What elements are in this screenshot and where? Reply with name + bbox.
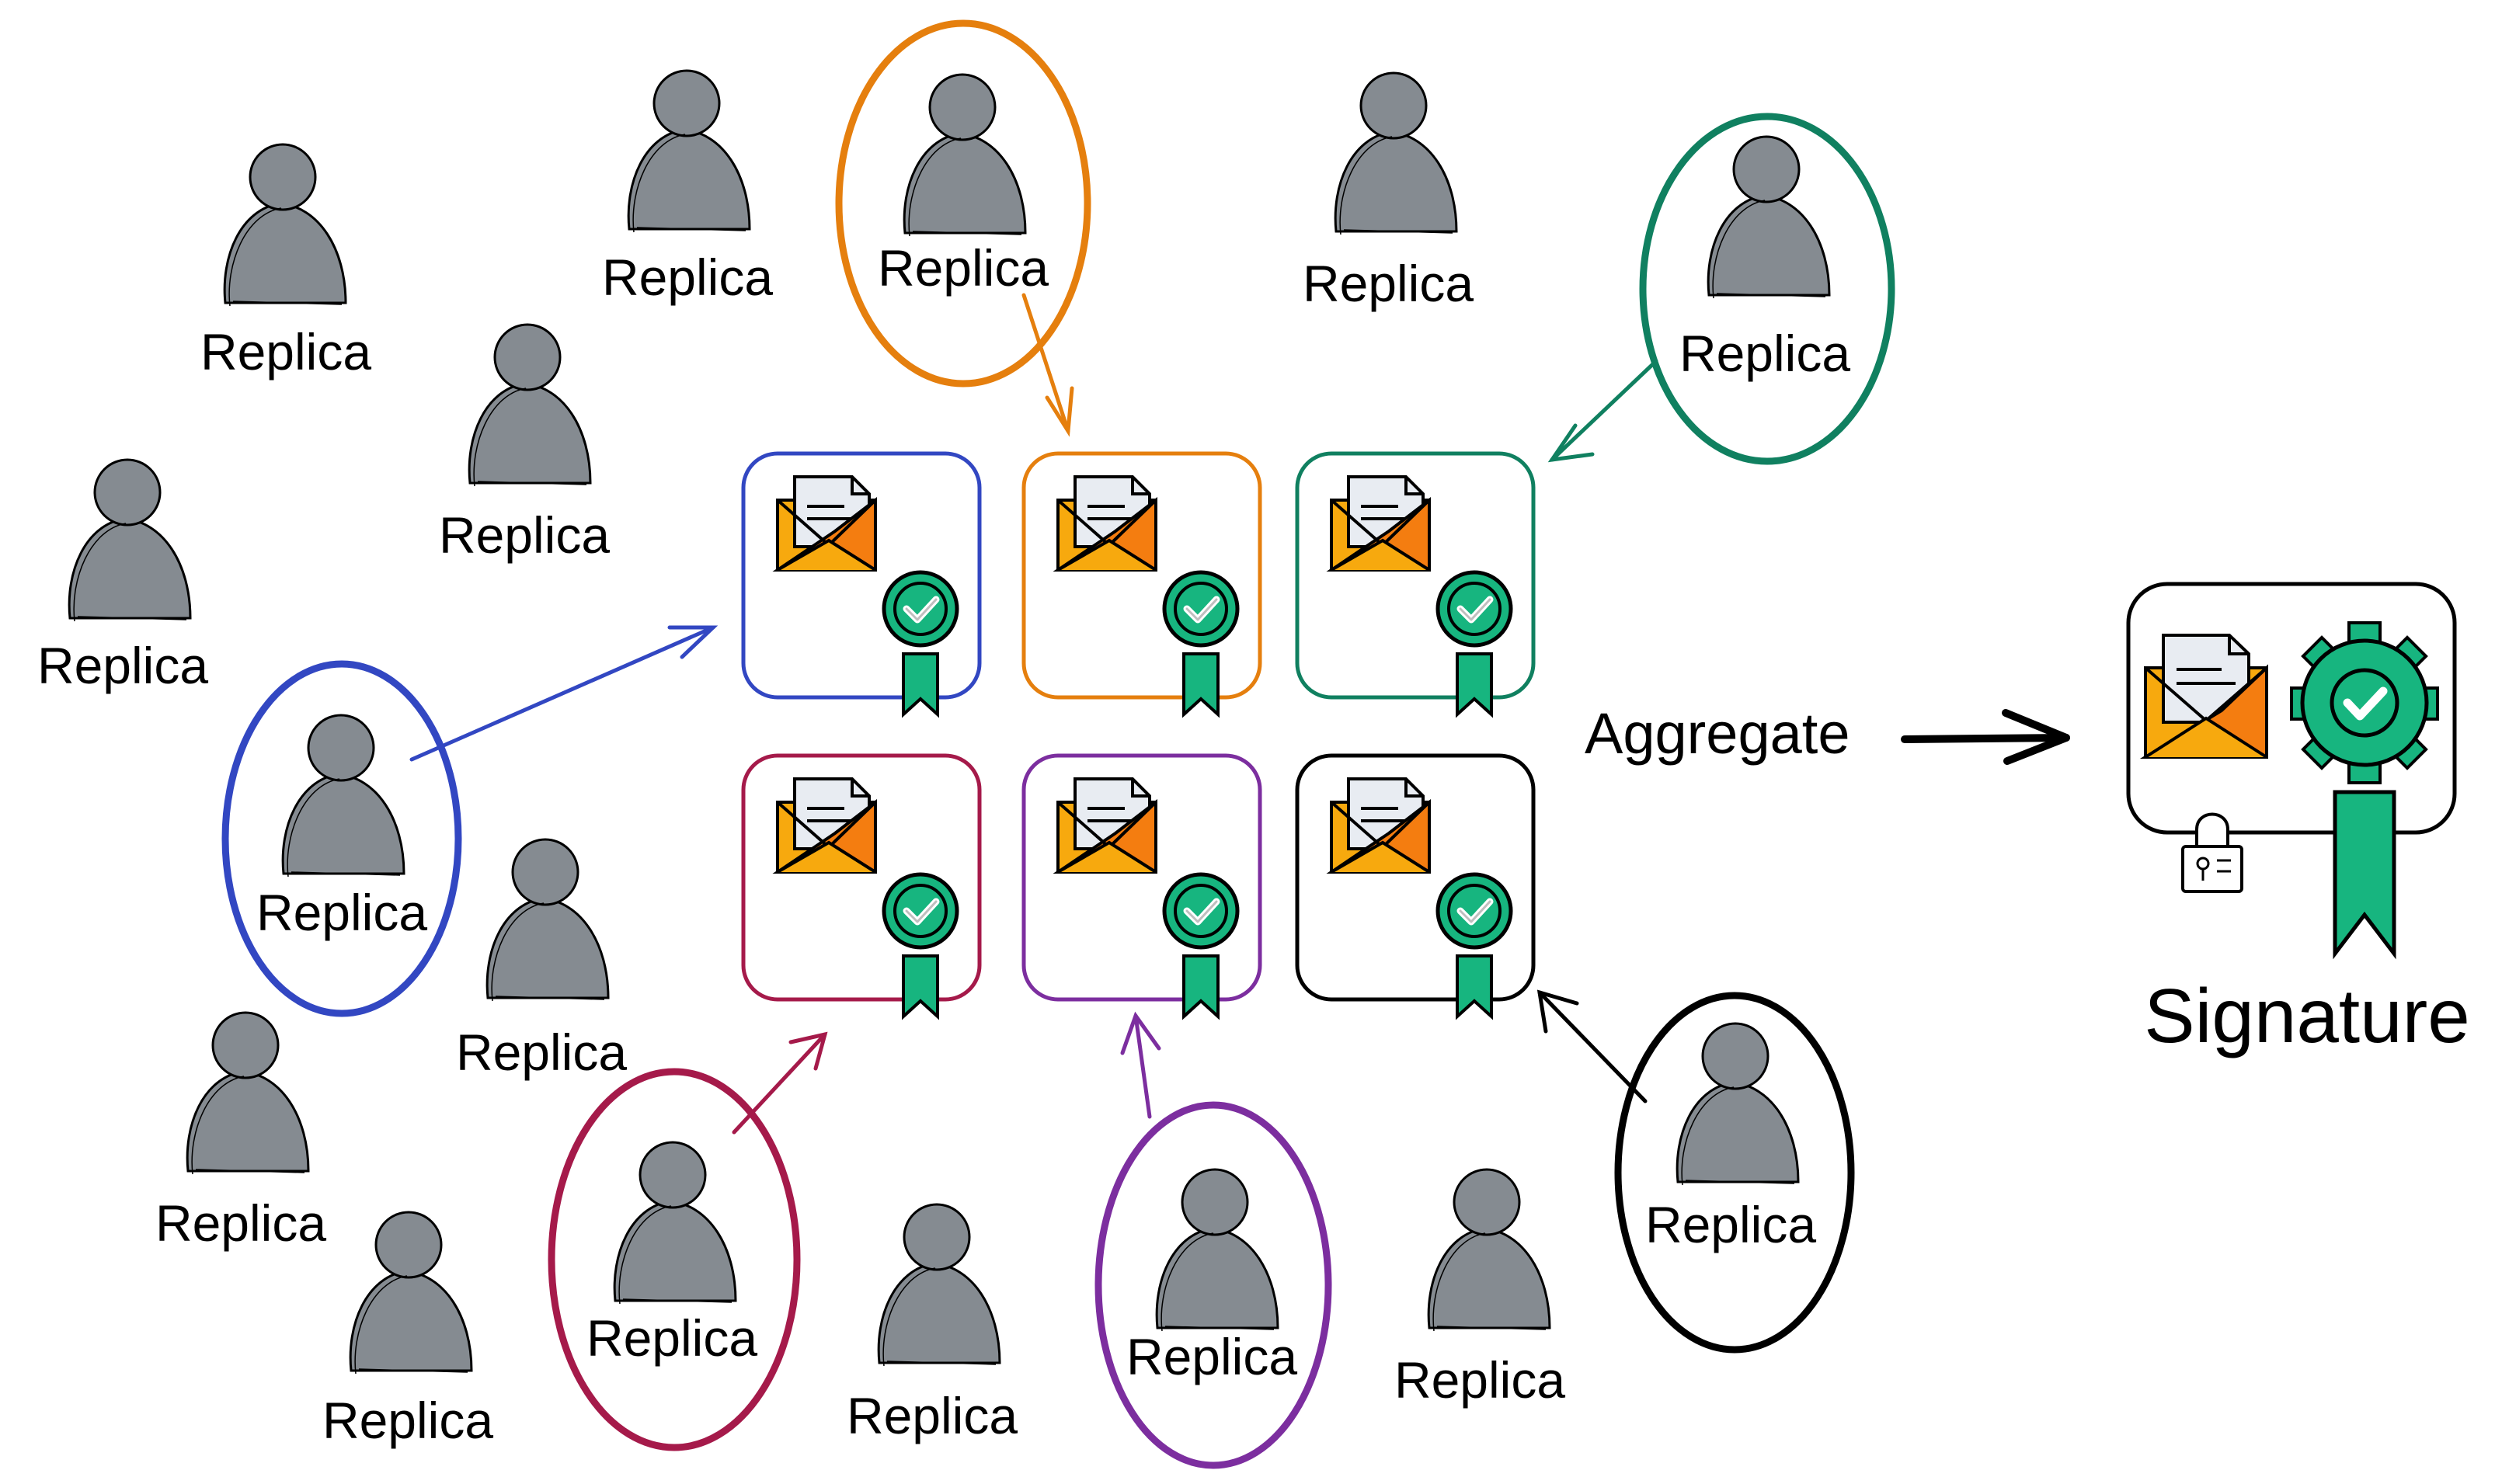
person-icon: [223, 143, 347, 308]
replicas-plain: Replica Replica Replica Replica Replica …: [37, 69, 1565, 1449]
person-icon: [485, 838, 610, 1003]
message-tile-crimson: [741, 753, 982, 1017]
ribbon-icon: [2333, 790, 2396, 960]
person-icon: [903, 73, 1027, 238]
replica: Replica: [155, 1011, 326, 1252]
aggregate-step: Aggregate: [1585, 701, 2070, 766]
signature-label: Signature: [2144, 973, 2470, 1058]
arrow-orange: [1021, 293, 1074, 437]
replica-label: Replica: [1679, 325, 1850, 382]
replica: Replica: [322, 1211, 493, 1449]
person-icon: [1334, 71, 1458, 236]
person-icon: [1707, 135, 1831, 300]
person-icon: [349, 1211, 473, 1375]
gear-seal-icon: [2290, 621, 2439, 784]
padlock-icon: [2181, 812, 2243, 893]
message-grid: [741, 451, 1536, 1017]
person-icon: [186, 1011, 310, 1176]
replica: Replica: [1303, 71, 1474, 312]
aggregate-arrow: [1901, 709, 2070, 765]
arrow-blue: [409, 625, 719, 762]
replica-label: Replica: [1645, 1196, 1816, 1253]
replica-crimson: Replica: [548, 1031, 828, 1451]
person-icon: [627, 69, 751, 234]
replica-black: Replica: [1536, 989, 1855, 1354]
replica-blue: Replica: [221, 625, 719, 1017]
replica: Replica: [37, 458, 208, 694]
replica-label: Replica: [878, 239, 1049, 297]
person-icon: [281, 714, 405, 878]
envelope-document-icon: [1331, 477, 1511, 714]
signature-card: Signature: [2126, 582, 2470, 1058]
envelope-document-icon: [778, 779, 957, 1017]
person-icon: [68, 458, 192, 623]
replica-label: Replica: [322, 1392, 493, 1449]
person-icon: [613, 1141, 737, 1305]
replica-label: Replica: [586, 1309, 757, 1367]
replica-label: Replica: [155, 1194, 326, 1252]
replica-label: Replica: [439, 506, 610, 564]
envelope-document-icon: [2139, 634, 2268, 759]
replica: Replica: [847, 1203, 1018, 1444]
envelope-document-icon: [778, 477, 957, 714]
replica: Replica: [1394, 1168, 1565, 1409]
replica-label: Replica: [1126, 1328, 1297, 1385]
replica-label: Replica: [456, 1024, 627, 1081]
replica: Replica: [200, 143, 371, 381]
arrow-green: [1547, 359, 1658, 463]
message-tile-black: [1295, 753, 1536, 1017]
arrow-purple: [1120, 1011, 1161, 1119]
arrow-crimson: [732, 1031, 828, 1135]
message-tile-purple: [1021, 753, 1262, 1017]
envelope-document-icon: [1058, 779, 1237, 1017]
replica: Replica: [456, 838, 627, 1081]
replica-label: Replica: [1303, 255, 1474, 312]
person-icon: [468, 323, 592, 488]
envelope-document-icon: [1331, 779, 1511, 1017]
message-tile-green: [1295, 451, 1536, 714]
person-icon: [1676, 1022, 1800, 1187]
replica-green: Replica: [1547, 113, 1895, 465]
replica-purple: Replica: [1094, 1011, 1332, 1469]
person-icon: [1427, 1168, 1551, 1333]
replica-label: Replica: [847, 1387, 1018, 1444]
replica-label: Replica: [256, 884, 427, 941]
aggregate-label: Aggregate: [1585, 701, 1850, 766]
replica-label: Replica: [602, 248, 773, 306]
person-icon: [1155, 1168, 1279, 1333]
replica-label: Replica: [1394, 1351, 1565, 1409]
message-tile-blue: [741, 451, 982, 714]
replica-orange: Replica: [835, 19, 1091, 437]
replica-label: Replica: [200, 323, 371, 381]
replica: Replica: [602, 69, 773, 306]
replica-label: Replica: [37, 637, 208, 694]
arrow-black: [1536, 989, 1648, 1103]
person-icon: [877, 1203, 1001, 1368]
replica: Replica: [439, 323, 610, 564]
message-tile-orange: [1021, 451, 1262, 714]
envelope-document-icon: [1058, 477, 1237, 714]
